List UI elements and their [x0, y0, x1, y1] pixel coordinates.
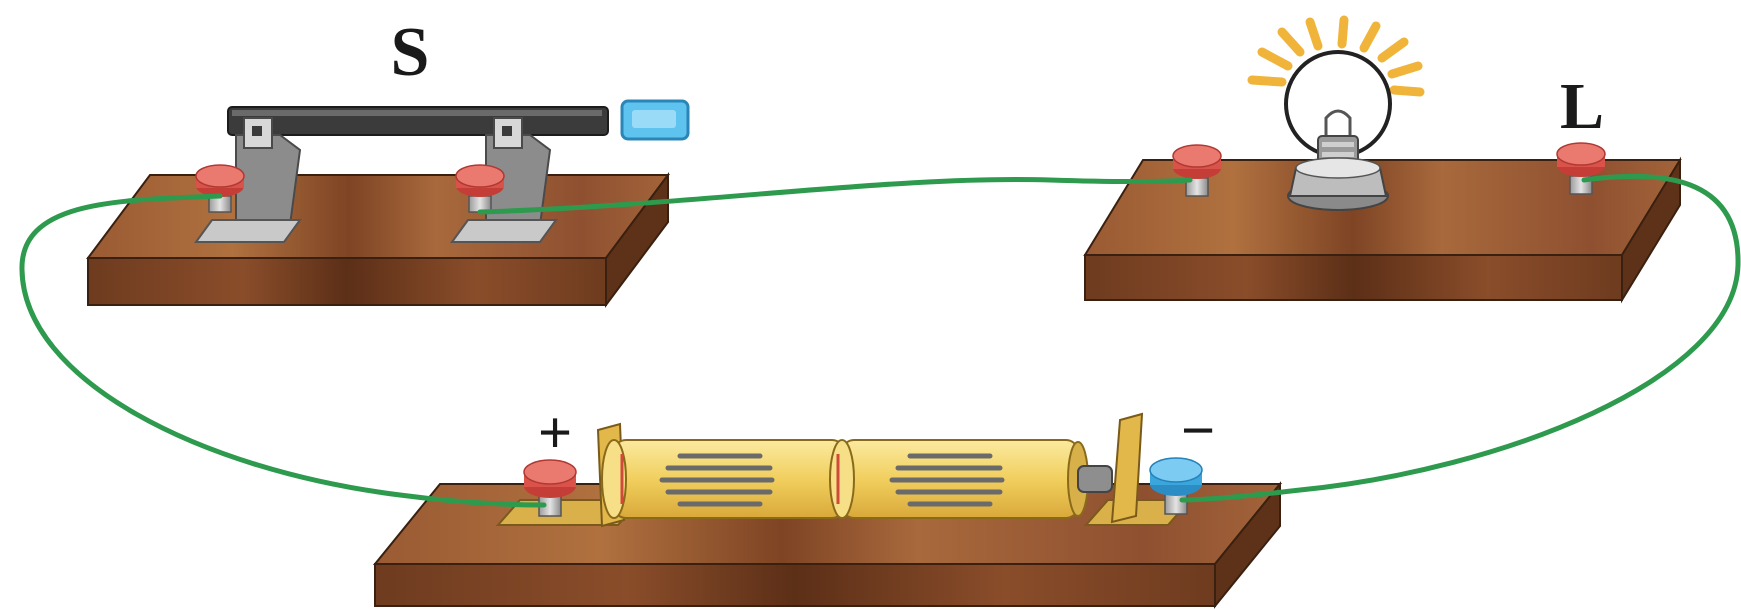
lamp-board [1083, 156, 1682, 304]
switch-label: S [391, 14, 430, 91]
lamp-bulb [1247, 15, 1425, 211]
lamp-board-side [1621, 156, 1681, 304]
battery-cell-2 [829, 439, 1113, 519]
positive-sign: + [538, 400, 572, 465]
wire-switch-to-lamp [477, 176, 1193, 215]
switch-board [86, 171, 670, 309]
wire-lamp-to-battery [1179, 173, 1741, 503]
battery-terminal-negative [1149, 457, 1203, 515]
switch-terminal-right [455, 164, 505, 213]
battery-board-front [374, 563, 1216, 607]
lamp-glow-rays [1247, 15, 1425, 97]
lamp-label: L [1560, 70, 1604, 143]
negative-sign: − [1181, 398, 1215, 463]
switch-terminal-left [195, 164, 245, 213]
battery-terminal-positive [523, 459, 577, 517]
wire-switch-to-battery [19, 193, 547, 508]
lamp-terminal-left [1172, 144, 1222, 197]
lamp-board-front [1084, 254, 1623, 301]
switch-board-front [87, 257, 607, 306]
knife-switch [194, 99, 690, 243]
circuit-wires [19, 173, 1741, 508]
battery-cell-1 [601, 439, 845, 519]
battery-board-side [1214, 481, 1281, 609]
switch-board-top [86, 174, 670, 259]
lamp-terminal-right [1556, 142, 1606, 195]
